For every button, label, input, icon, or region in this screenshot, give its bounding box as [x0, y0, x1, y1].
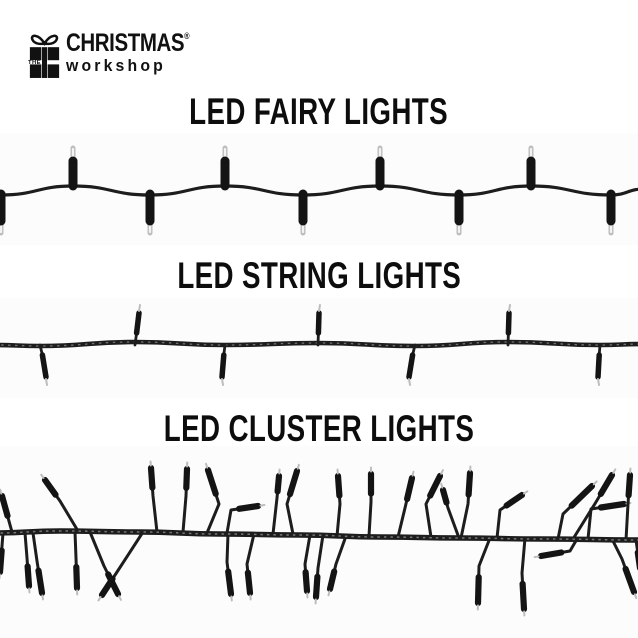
brand-tagline: workshop: [66, 56, 166, 75]
string-lights-heading: LED STRING LIGHTS: [177, 255, 461, 296]
fairy-lights-illustration: [0, 145, 638, 236]
brand-wordmark: CHRISTMAS ® workshop: [66, 29, 216, 75]
cluster-lights-illustration: [0, 460, 638, 617]
fairy-lights-heading: LED FAIRY LIGHTS: [189, 91, 449, 132]
cluster-lights-photo: [0, 446, 638, 638]
brand-name: CHRISTMAS: [66, 29, 185, 57]
fairy-lights-photo: [0, 133, 638, 245]
brand-logo: THE CHRISTMAS ® workshop: [26, 31, 216, 79]
logo-the-label: THE: [28, 60, 41, 66]
string-lights-illustration: [0, 304, 638, 386]
gift-box-icon: THE: [28, 34, 60, 78]
registered-mark: ®: [184, 31, 190, 41]
string-lights-photo: [0, 298, 638, 398]
cluster-lights-heading: LED CLUSTER LIGHTS: [163, 408, 475, 449]
